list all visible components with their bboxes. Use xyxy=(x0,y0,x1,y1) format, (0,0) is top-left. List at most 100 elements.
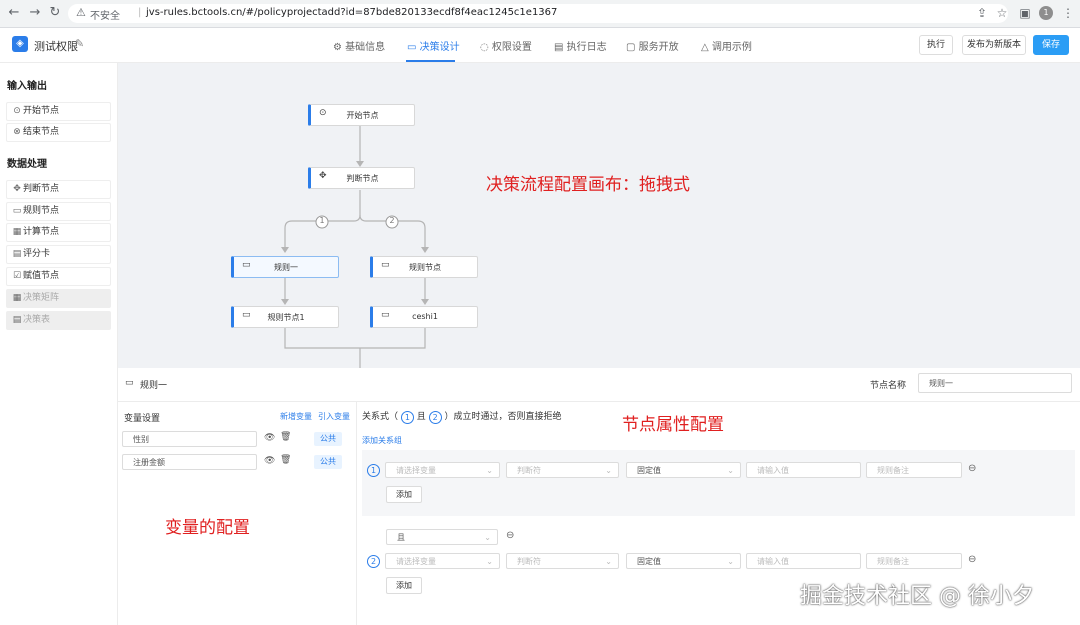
delete-icon[interactable]: 🗑 xyxy=(280,432,292,442)
tab-call-example[interactable]: △ 调用示例 xyxy=(701,38,752,53)
tab-basic-info[interactable]: ⚙ 基础信息 xyxy=(333,38,385,53)
remark-input[interactable]: 规则备注 xyxy=(866,462,962,478)
palette-item-label: 判断节点 xyxy=(23,184,60,194)
palette-item-label: 决策表 xyxy=(23,315,51,325)
flow-rule-node[interactable]: ▭ 规则节点 xyxy=(370,256,478,278)
tab-label: 服务开放 xyxy=(638,42,679,53)
shield-icon: ◌ xyxy=(480,42,489,53)
value-input[interactable]: 请输入值 xyxy=(746,462,861,478)
relation-group xyxy=(362,450,1075,516)
save-button[interactable]: 保存 xyxy=(1033,35,1069,55)
palette-assign-node[interactable]: ☑赋值节点 xyxy=(6,267,111,286)
flow-rule-node-selected[interactable]: ▭ 规则一 xyxy=(231,256,339,278)
flow-rule-node[interactable]: ▭ ceshi1 xyxy=(370,306,478,328)
url-text[interactable]: jvs-rules.bctools.cn/#/policyprojectadd?… xyxy=(146,7,558,18)
flow-start-node[interactable]: ⊙ 开始节点 xyxy=(308,104,415,126)
relation-number: 2 xyxy=(428,411,442,424)
add-condition-button[interactable]: 添加 xyxy=(386,486,422,503)
variable-select[interactable]: 请选择变量⌄ xyxy=(385,553,500,569)
palette-rule-node[interactable]: ▭规则节点 xyxy=(6,202,111,221)
new-variable-link[interactable]: 新增变量 xyxy=(280,412,312,421)
tab-label: 基础信息 xyxy=(345,42,386,53)
node-label: 规则节点 xyxy=(409,263,441,272)
palette-end-node[interactable]: ⊗结束节点 xyxy=(6,123,111,142)
io-section-title: 输入输出 xyxy=(7,81,47,92)
add-relation-group-link[interactable]: 添加关系组 xyxy=(362,436,402,445)
flow-rule-node[interactable]: ▭ 规则节点1 xyxy=(231,306,339,328)
node-palette: 输入输出 ⊙开始节点 ⊗结束节点 数据处理 ✥判断节点 ▭规则节点 ▦计算节点 … xyxy=(0,63,118,625)
share-icon[interactable]: ⇪ xyxy=(976,6,988,20)
move-icon: ✥ xyxy=(13,184,21,194)
chevron-down-icon: ⌄ xyxy=(605,557,612,566)
publish-button[interactable]: 发布为新版本 xyxy=(962,35,1026,55)
active-tab-indicator xyxy=(406,60,455,62)
tab-service-open[interactable]: ▢ 服务开放 xyxy=(626,38,679,53)
palette-calc-node[interactable]: ▦计算节点 xyxy=(6,223,111,242)
select-text: 判断符 xyxy=(517,557,541,566)
remark-input[interactable]: 规则备注 xyxy=(866,553,962,569)
tab-label: 执行日志 xyxy=(566,42,607,53)
add-condition-button[interactable]: 添加 xyxy=(386,577,422,594)
node-name-input[interactable]: 规则一 xyxy=(918,373,1072,393)
var-settings-title: 变量设置 xyxy=(124,414,161,424)
select-text: 判断符 xyxy=(517,466,541,475)
scope-tag[interactable]: 公共 xyxy=(314,455,342,469)
palette-scorecard[interactable]: ▤评分卡 xyxy=(6,245,111,264)
card-icon: ▭ xyxy=(242,260,251,270)
palette-item-label: 评分卡 xyxy=(23,249,51,259)
run-button[interactable]: 执行 xyxy=(919,35,953,55)
table-icon: ▤ xyxy=(12,315,22,325)
value-type-select[interactable]: 固定值⌄ xyxy=(626,553,741,569)
profile-avatar[interactable]: 1 xyxy=(1039,6,1053,20)
eye-icon[interactable]: 👁 xyxy=(264,456,276,466)
insecure-label: 不安全 xyxy=(90,11,120,22)
relation-number: 1 xyxy=(400,411,414,424)
value-input[interactable]: 请输入值 xyxy=(746,553,861,569)
address-bar[interactable]: ⚠ 不安全 | jvs-rules.bctools.cn/#/policypro… xyxy=(68,4,1008,23)
palette-start-node[interactable]: ⊙开始节点 xyxy=(6,102,111,121)
forward-icon[interactable]: → xyxy=(29,5,41,20)
design-icon: ▭ xyxy=(407,42,417,53)
chevron-down-icon: ⌄ xyxy=(484,533,491,542)
card-icon: ▭ xyxy=(242,310,251,320)
remove-circle-icon[interactable]: ⊖ xyxy=(968,463,977,474)
flow-canvas[interactable]: 1 2 ⊙ 开始节点 ✥ 判断节点 ▭ 规则一 ▭ 规则节点 ▭ 规则节点1 ▭… xyxy=(118,63,1080,368)
logic-select[interactable]: 且⌄ xyxy=(386,529,498,545)
select-text: 固定值 xyxy=(637,557,661,566)
tab-permission[interactable]: ◌ 权限设置 xyxy=(480,38,532,53)
eye-icon[interactable]: 👁 xyxy=(264,433,276,443)
operator-select[interactable]: 判断符⌄ xyxy=(506,462,619,478)
back-icon[interactable]: ← xyxy=(8,5,20,20)
relation-suffix: ）成立时通过，否则直接拒绝 xyxy=(444,412,562,422)
variable-field[interactable]: 性别 xyxy=(122,431,257,447)
edit-icon[interactable]: ✎ xyxy=(75,37,85,50)
tab-label: 决策设计 xyxy=(419,42,460,53)
import-variable-link[interactable]: 引入变量 xyxy=(318,412,350,421)
operator-select[interactable]: 判断符 ⌄ xyxy=(506,553,619,569)
group-number: 2 xyxy=(367,555,380,568)
node-label: 规则节点1 xyxy=(267,313,305,322)
value-type-select[interactable]: 固定值⌄ xyxy=(626,462,741,478)
menu-kebab-icon[interactable]: ⋮ xyxy=(1062,6,1074,20)
flow-judge-node[interactable]: ✥ 判断节点 xyxy=(308,167,415,189)
props-title: 规则一 xyxy=(140,381,168,391)
side-panel-icon[interactable]: ▣ xyxy=(1019,6,1031,20)
service-icon: ▢ xyxy=(626,42,636,53)
reload-icon[interactable]: ↻ xyxy=(49,5,61,20)
palette-judge-node[interactable]: ✥判断节点 xyxy=(6,180,111,199)
remove-circle-icon[interactable]: ⊖ xyxy=(506,530,515,541)
matrix-icon: ▦ xyxy=(12,293,22,303)
palette-item-label: 赋值节点 xyxy=(23,271,60,281)
delete-icon[interactable]: 🗑 xyxy=(280,455,292,465)
scope-tag[interactable]: 公共 xyxy=(314,432,342,446)
select-text: 且 xyxy=(397,533,405,542)
app-logo-icon: ◈ xyxy=(12,36,28,52)
bookmark-star-icon[interactable]: ☆ xyxy=(996,6,1008,20)
remove-circle-icon[interactable]: ⊖ xyxy=(968,554,977,565)
variable-field[interactable]: 注册金额 xyxy=(122,454,257,470)
relation-prefix: 关系式（ xyxy=(362,412,399,422)
tab-decision-design[interactable]: ▭ 决策设计 xyxy=(407,38,460,53)
node-label: 开始节点 xyxy=(346,111,379,120)
variable-select[interactable]: 请选择变量⌄ xyxy=(385,462,500,478)
tab-exec-log[interactable]: ▤ 执行日志 xyxy=(554,38,607,53)
